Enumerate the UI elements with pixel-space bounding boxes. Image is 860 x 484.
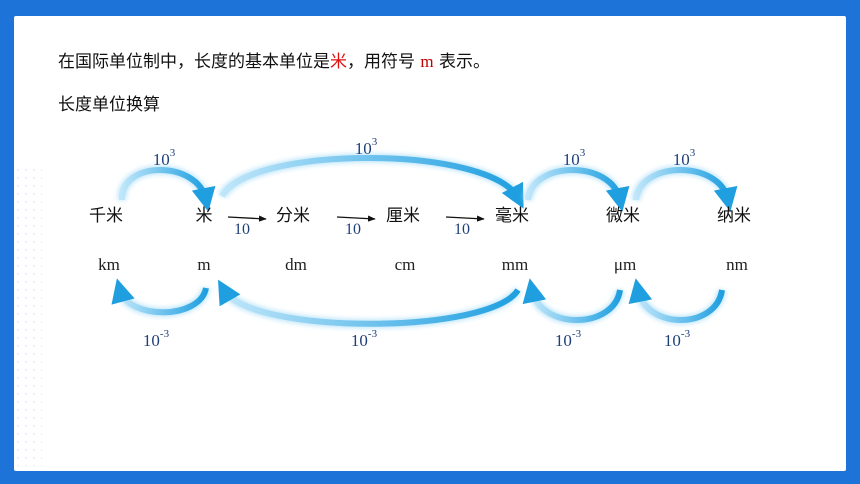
- unit-cm-cn: 厘米: [386, 206, 420, 226]
- content-panel: [14, 16, 846, 471]
- intro-prefix: 在国际单位制中，长度的基本单位是: [58, 52, 330, 72]
- lower-arcs: [111, 278, 727, 329]
- unit-mm-sym: mm: [501, 255, 529, 274]
- label-down-m-km: 10-3: [142, 328, 170, 350]
- label-step-dm-cm: 10: [345, 221, 361, 238]
- label-down-mm-m: 10-3: [350, 328, 378, 350]
- arc-um-to-nm: [633, 167, 738, 212]
- top-bar: [0, 0, 860, 16]
- arrow-m-to-dm: [227, 215, 267, 222]
- unit-um-cn: 微米: [606, 206, 640, 226]
- arc-m-to-km: [111, 278, 209, 316]
- unit-um-sym: μm: [613, 255, 637, 274]
- unit-m-cn: 米: [195, 206, 213, 226]
- unit-mm-cn: 毫米: [495, 206, 529, 226]
- label-up-mm-um: 103: [562, 147, 586, 169]
- unit-km-cn: 千米: [89, 206, 123, 226]
- arc-km-to-m: [118, 167, 216, 212]
- arrow-dm-to-cm: [336, 215, 376, 222]
- unit-m-sym: m: [197, 255, 211, 274]
- intro-middle: ，用符号: [347, 52, 421, 72]
- upper-arcs: [117, 153, 738, 212]
- label-down-nm-um: 10-3: [663, 328, 691, 350]
- section-heading: 长度单位换算: [58, 95, 160, 115]
- intro-sentence: 在国际单位制中，长度的基本单位是米，用符号 m 表示。: [58, 47, 490, 72]
- label-up-m-mm: 103: [354, 136, 378, 158]
- unit-dm-cn: 分米: [276, 206, 310, 226]
- arc-nm-to-um: [628, 278, 725, 323]
- arrow-cm-to-mm: [445, 215, 485, 222]
- step-arrows: [227, 215, 485, 222]
- arc-m-to-mm: [219, 155, 524, 209]
- arc-mm-to-um: [525, 167, 630, 212]
- intro-suffix: 表示。: [433, 52, 491, 72]
- label-step-cm-mm: 10: [454, 221, 470, 238]
- unit-nm-cn: 纳米: [717, 206, 751, 226]
- label-up-km-m: 103: [152, 147, 176, 169]
- dot-grid-decoration: [14, 166, 42, 466]
- intro-symbol: m: [420, 52, 434, 71]
- intro-highlight: 米: [330, 52, 347, 72]
- label-up-um-nm: 103: [672, 147, 696, 169]
- arc-um-to-mm: [522, 278, 623, 323]
- unit-cm-sym: cm: [394, 255, 416, 274]
- arc-mm-to-m: [217, 279, 521, 327]
- unit-nm-sym: nm: [726, 255, 748, 274]
- unit-km-sym: km: [98, 255, 120, 274]
- label-down-um-mm: 10-3: [554, 328, 582, 350]
- label-step-m-dm: 10: [234, 221, 250, 238]
- unit-dm-sym: dm: [285, 255, 307, 274]
